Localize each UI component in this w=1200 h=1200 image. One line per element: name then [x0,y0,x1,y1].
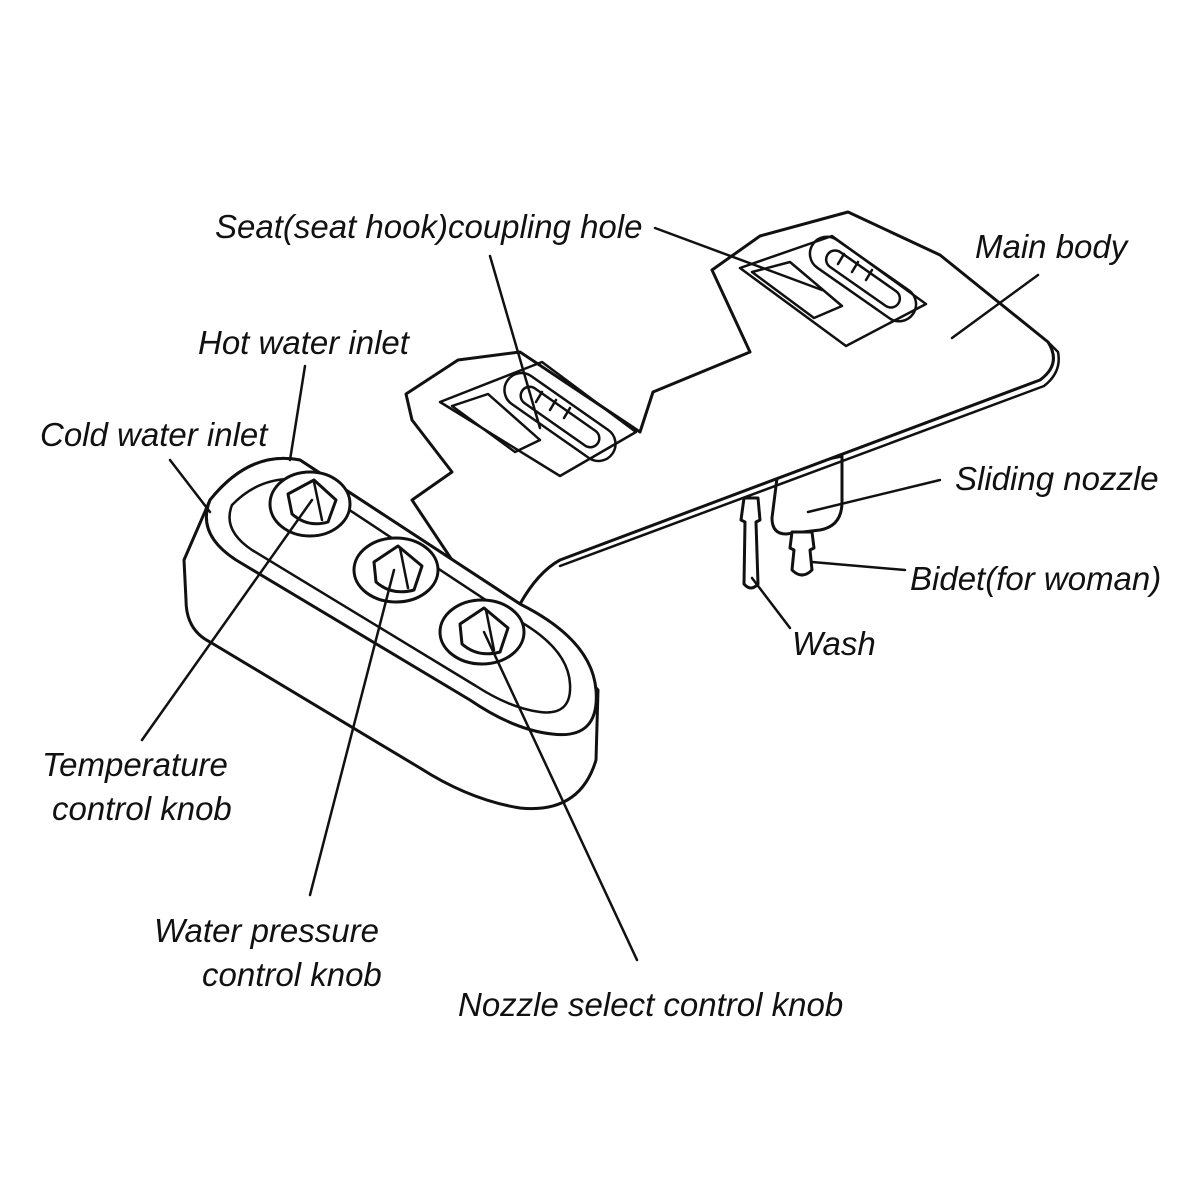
leader-main-body [950,273,1040,340]
label-nozzle-select-knob: Nozzle select control knob [458,986,843,1023]
leader-wash [750,576,792,630]
leader-seat-coupling-left [488,254,542,430]
label-cold-water-inlet: Cold water inlet [40,416,269,453]
leader-hot-water-inlet [288,364,307,462]
label-temperature-knob-line2: control knob [52,790,232,827]
label-pressure-knob-line2: control knob [202,956,382,993]
leader-sliding-nozzle [806,478,942,514]
wash-nozzle [739,496,762,590]
bidet-nozzle [788,530,816,577]
water-pressure-control-knob-icon [352,536,440,604]
seat-coupling-hole-left [438,360,638,478]
leader-bidet [810,560,907,572]
label-hot-water-inlet: Hot water inlet [198,324,411,361]
leader-temperature-knob [140,498,314,742]
label-wash: Wash [792,625,876,662]
main-body-edge [558,340,1060,568]
label-pressure-knob-line1: Water pressure [154,912,379,949]
leader-nozzle-select-knob [482,630,639,962]
seat-coupling-hole-right [738,234,928,348]
label-seat-coupling-hole: Seat(seat hook)coupling hole [215,208,642,245]
leader-seat-coupling-right [653,226,824,292]
label-sliding-nozzle: Sliding nozzle [955,460,1159,497]
label-bidet: Bidet(for woman) [910,560,1161,597]
leader-cold-water-inlet [168,458,212,514]
label-main-body: Main body [975,228,1130,265]
nozzle-select-control-knob-icon [438,598,526,666]
leader-pressure-knob [308,568,396,897]
label-temperature-knob-line1: Temperature [42,746,228,783]
